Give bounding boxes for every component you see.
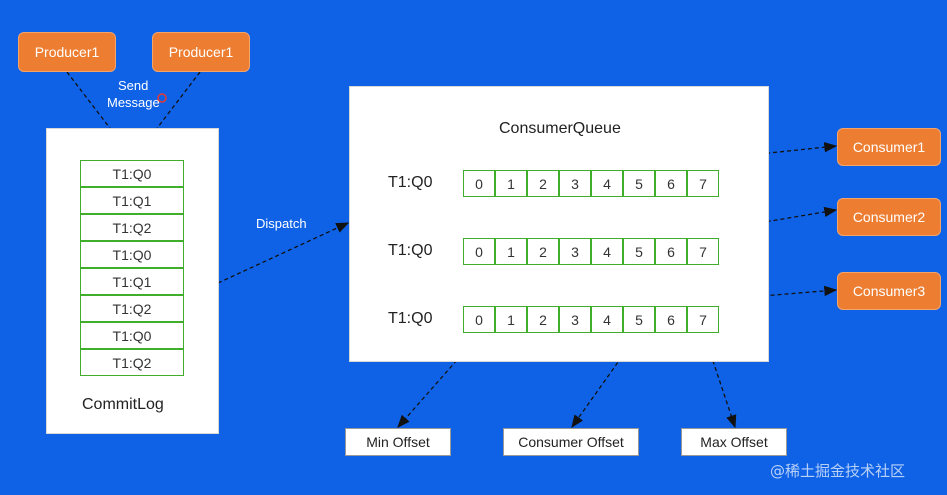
queue-cell: 1 [495,170,527,197]
commitlog-row: T1:Q1 [80,187,184,214]
queue-cell: 6 [655,238,687,265]
min-offset-box: Min Offset [345,428,451,456]
commitlog-row: T1:Q2 [80,214,184,241]
queue-cell: 3 [559,238,591,265]
queue-cell: 3 [559,306,591,333]
queue-cell: 5 [623,238,655,265]
queue-cell: 7 [687,170,719,197]
queue-cell: 4 [591,306,623,333]
arrow-dispatch [217,222,350,284]
consumer-label-2: Consumer2 [852,209,926,225]
queue-cell: 1 [495,306,527,333]
producer-label-1: Producer1 [34,44,100,60]
send-label: Send [118,78,149,93]
producer-label-2: Producer1 [168,44,234,60]
queue-cell: 0 [463,306,495,333]
queue-label: T1:Q0 [388,310,433,327]
arrow-producer1-to-commitlog [66,71,133,159]
queue-cell: 6 [655,306,687,333]
commitlog-row: T1:Q0 [80,160,184,187]
consumer-box-2: Consumer2 [837,198,941,236]
commitlog-row: T1:Q2 [80,349,184,376]
commitlog-title: CommitLog [82,396,164,413]
queue-cell: 4 [591,238,623,265]
commitlog-row: T1:Q1 [80,268,184,295]
consumer-offset-label: Consumer Offset [518,434,624,450]
queue-cell: 4 [591,170,623,197]
queue-label: T1:Q0 [388,242,433,259]
queue-cell: 2 [527,306,559,333]
commitlog-row: T1:Q0 [80,241,184,268]
consumer-offset-box: Consumer Offset [503,428,639,456]
queue-label: T1:Q0 [388,174,433,191]
queue-cell: 0 [463,238,495,265]
cursor-dot-icon [157,93,167,103]
queue-cell: 0 [463,170,495,197]
queue-cell: 6 [655,170,687,197]
queue-cell: 5 [623,306,655,333]
queue-cell: 3 [559,170,591,197]
watermark: @稀土掘金技术社区 [770,462,906,480]
message-label: Message [107,95,160,110]
queue-cell: 5 [623,170,655,197]
min-offset-label: Min Offset [366,434,430,450]
consumer-label-1: Consumer1 [852,139,926,155]
max-offset-label: Max Offset [700,434,768,450]
queue-cell: 2 [527,170,559,197]
commitlog-row: T1:Q0 [80,322,184,349]
producer-box-2: Producer1 [152,32,250,72]
dispatch-label: Dispatch [256,216,307,231]
producer-box-1: Producer1 [18,32,116,72]
consumer-box-3: Consumer3 [837,272,941,310]
commitlog-row: T1:Q2 [80,295,184,322]
queue-cell: 1 [495,238,527,265]
consumerqueue-title: ConsumerQueue [499,120,621,137]
arrow-producer2-to-commitlog [134,71,201,159]
max-offset-box: Max Offset [681,428,787,456]
queue-cell: 2 [527,238,559,265]
arrow-consumer-offset [571,333,639,429]
consumer-box-1: Consumer1 [837,128,941,166]
consumer-label-3: Consumer3 [852,283,926,299]
queue-cell: 7 [687,306,719,333]
queue-cell: 7 [687,238,719,265]
